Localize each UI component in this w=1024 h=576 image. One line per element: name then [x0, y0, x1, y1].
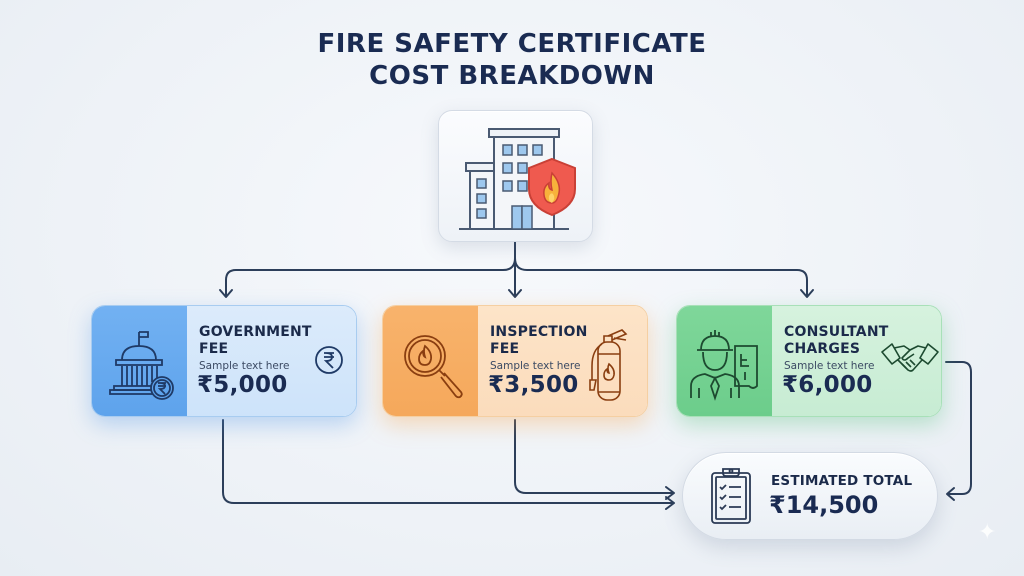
card-content: INSPECTION FEE Sample text here ₹3,500 [478, 306, 647, 416]
card-government-fee: GOVERNMENT FEE Sample text here ₹5,000 [91, 305, 357, 417]
card-icon-panel [383, 306, 478, 416]
total-amount: ₹14,500 [769, 491, 879, 519]
building-with-fire-shield-icon [459, 128, 576, 230]
card-subtext: Sample text here [490, 360, 581, 372]
card-content: CONSULTANT CHARGES Sample text here ₹6,0… [772, 306, 941, 416]
card-amount: ₹3,500 [488, 372, 579, 398]
clipboard-checklist-icon [711, 468, 751, 524]
card-amount: ₹6,000 [782, 372, 873, 398]
card-amount: ₹5,000 [197, 372, 288, 398]
page-title: FIRE SAFETY CERTIFICATE COST BREAKDOWN [0, 28, 1024, 92]
card-icon-panel [677, 306, 772, 416]
card-subtext: Sample text here [784, 360, 875, 372]
engineer-blueprint-icon [690, 330, 758, 401]
card-label: GOVERNMENT FEE [199, 324, 312, 357]
card-inspection-fee: INSPECTION FEE Sample text here ₹3,500 [382, 305, 648, 417]
card-subtext: Sample text here [199, 360, 290, 372]
card-label: INSPECTION FEE [490, 324, 588, 357]
card-content: GOVERNMENT FEE Sample text here ₹5,000 [187, 306, 356, 416]
title-line-1: FIRE SAFETY CERTIFICATE [317, 29, 707, 59]
government-building-rupee-icon [109, 331, 174, 400]
sparkle-icon: ✦ [978, 520, 997, 545]
magnifier-fire-icon [404, 335, 463, 399]
fire-extinguisher-icon [589, 329, 628, 401]
card-icon-panel [92, 306, 187, 416]
card-consultant-charges: CONSULTANT CHARGES Sample text here ₹6,0… [676, 305, 942, 417]
handshake-icon [881, 343, 939, 372]
title-line-2: COST BREAKDOWN [369, 61, 655, 91]
rupee-circle-icon [315, 346, 343, 374]
card-label: CONSULTANT CHARGES [784, 324, 889, 357]
estimated-total: ESTIMATED TOTAL ₹14,500 [682, 452, 938, 540]
hero-building-icon-box [438, 110, 593, 242]
total-label: ESTIMATED TOTAL [771, 473, 913, 489]
